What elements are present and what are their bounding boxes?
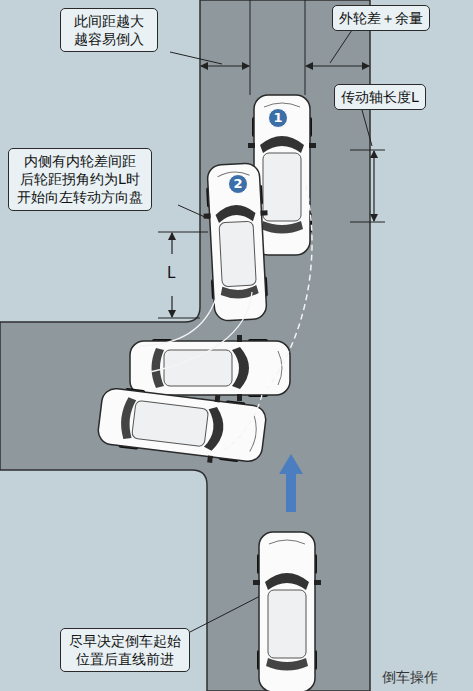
reference-line	[250, 0, 251, 95]
roof	[132, 400, 209, 447]
mirror	[237, 394, 242, 401]
reference-line	[305, 0, 306, 95]
mirror	[260, 210, 267, 215]
dimension-tick	[158, 232, 208, 233]
leader-line	[190, 592, 268, 632]
rear-window	[119, 397, 137, 440]
roof	[219, 221, 256, 287]
wheel-track	[140, 298, 216, 346]
watermark: 倒车操作	[382, 669, 438, 687]
windshield	[260, 136, 304, 153]
note-box: 外轮差＋余量	[332, 5, 430, 31]
note-box: 传动轴长度L	[334, 84, 426, 110]
mirror	[203, 213, 210, 218]
rear-window	[266, 658, 308, 671]
wheel-track	[150, 292, 252, 372]
car	[96, 381, 268, 469]
rear-window	[261, 221, 303, 234]
leader-line	[330, 30, 352, 63]
note-text: 此间距越大 越容易倒入	[67, 12, 151, 48]
windshield	[265, 573, 309, 590]
note-box: 内侧有内轮差间距 后轮距拐角约为L时 开始向左转动方向盘	[8, 148, 152, 211]
wheel-track	[222, 395, 262, 452]
mirror	[215, 395, 221, 403]
mirror	[253, 580, 260, 585]
hood-line	[269, 540, 305, 544]
dimension-label: L	[167, 264, 175, 282]
callout-number: 2	[233, 176, 242, 193]
dimension-line	[171, 233, 172, 254]
car	[253, 532, 321, 691]
mirror	[309, 143, 316, 148]
callout-number: 2	[228, 174, 248, 194]
hood-line	[278, 351, 282, 385]
direction-arrow	[279, 454, 303, 512]
dimension-line	[201, 65, 249, 66]
dimension-tick	[158, 318, 200, 319]
callout-number: 1	[268, 108, 288, 128]
note-box: 尽早决定倒车起始 位置后直线前进	[60, 628, 190, 672]
note-text: 尽早决定倒车起始 位置后直线前进	[67, 632, 183, 668]
roof	[263, 153, 301, 221]
outer-wheel-track	[268, 185, 312, 388]
rear-window	[152, 348, 165, 388]
car-body	[130, 341, 290, 395]
car	[201, 162, 273, 321]
dimension-tick	[350, 222, 385, 223]
windshield	[232, 347, 249, 389]
mirror	[248, 143, 255, 148]
roof	[164, 350, 232, 386]
road	[0, 0, 370, 691]
dimension-line	[306, 65, 369, 66]
hood-line	[264, 103, 300, 107]
car-body	[207, 163, 267, 322]
windshield	[215, 204, 256, 223]
dimension-tick	[350, 150, 385, 151]
leader-line	[170, 52, 222, 64]
note-text: 内侧有内轮差间距 后轮距拐角约为L时 开始向左转动方向盘	[15, 152, 145, 207]
roof	[268, 590, 306, 658]
note-text: 传动轴长度L	[341, 88, 419, 106]
car-body	[97, 387, 268, 463]
leader-line	[362, 110, 372, 146]
mirror	[237, 335, 242, 342]
dimension-line	[373, 151, 374, 221]
mirror	[314, 580, 321, 585]
car-body	[259, 532, 315, 691]
note-box: 此间距越大 越容易倒入	[60, 8, 158, 52]
rear-window	[220, 285, 259, 299]
dimension-line	[171, 296, 172, 317]
note-text: 外轮差＋余量	[339, 9, 423, 27]
mirror	[207, 455, 213, 463]
callout-number: 1	[273, 110, 282, 127]
